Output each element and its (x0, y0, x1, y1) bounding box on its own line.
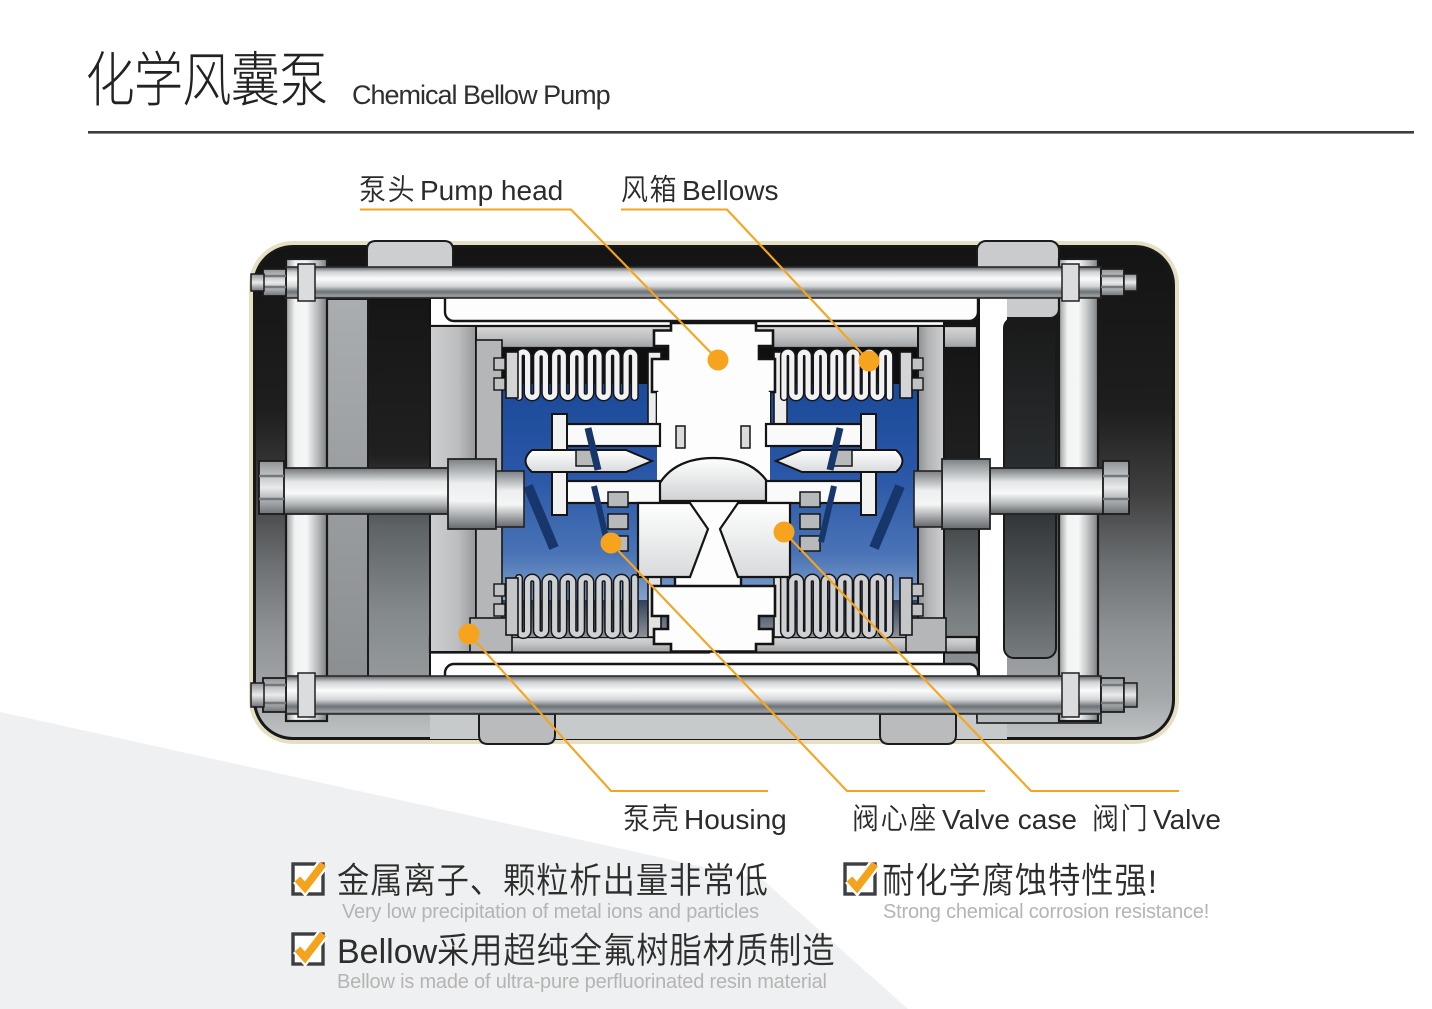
svg-text:Valve: Valve (1153, 804, 1221, 835)
svg-text:Bellows: Bellows (682, 175, 778, 206)
svg-text:Bellow: Bellow (337, 933, 438, 971)
svg-text:Bellow is made of ultra-pure p: Bellow is made of ultra-pure perfluorina… (337, 971, 827, 993)
svg-text:!: ! (1148, 864, 1157, 900)
svg-text:Housing: Housing (684, 804, 787, 835)
svg-text:Valve case: Valve case (942, 804, 1077, 835)
svg-text:Pump head: Pump head (420, 175, 563, 206)
svg-text:Very low precipitation of meta: Very low precipitation of metal ions and… (342, 901, 759, 923)
svg-text:Chemical Bellow Pump: Chemical Bellow Pump (352, 80, 610, 110)
svg-text:Strong chemical corrosion resi: Strong chemical corrosion resistance! (883, 901, 1209, 923)
